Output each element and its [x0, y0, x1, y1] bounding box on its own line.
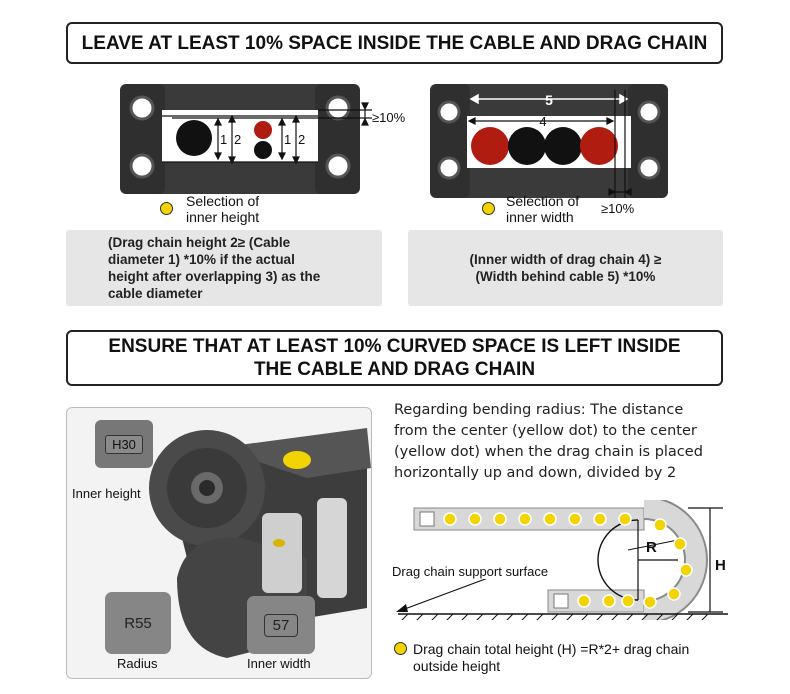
inner-height-diagram: 1 2 1 2 ≥10%	[120, 84, 406, 194]
inner-height-label: Inner height	[72, 486, 141, 501]
inner-width-label: Inner width	[247, 656, 311, 671]
width-tag: 57	[247, 596, 315, 654]
inner-height-caption-line2: inner height	[186, 209, 260, 225]
left-pct-label: ≥10%	[372, 110, 406, 125]
inner-height-note: (Drag chain height 2≥ (Cable diameter 1)…	[66, 230, 382, 306]
yellow-dot-icon	[482, 202, 495, 215]
inner-width-caption-line2: inner width	[506, 209, 574, 225]
r-label: R	[646, 539, 657, 556]
height-tag: H30	[95, 420, 153, 468]
chain-photo: H30 Inner height R55 Radius 57 Inner wid…	[66, 407, 372, 679]
inner-height-note-line4: cable diameter	[108, 286, 203, 301]
inner-width-diagram: 5 4 ≥10%	[430, 84, 668, 216]
inner-width-note: (Inner width of drag chain 4) ≥ (Width b…	[408, 230, 723, 306]
para-line2: from the center (yellow dot) to the cent…	[394, 423, 697, 439]
width-tag-text: 57	[263, 613, 299, 637]
yellow-dot-icon	[160, 202, 173, 215]
dim-1-label: 1	[220, 132, 227, 147]
section1-title: LEAVE AT LEAST 10% SPACE INSIDE THE CABL…	[66, 22, 723, 64]
section2-title: ENSURE THAT AT LEAST 10% CURVED SPACE IS…	[66, 330, 723, 386]
dim-4-label: 4	[539, 114, 546, 129]
section1-title-text: LEAVE AT LEAST 10% SPACE INSIDE THE CABL…	[81, 32, 708, 54]
para-line3: (yellow dot) when the drag chain is plac…	[394, 444, 703, 460]
formula-line2: outside height	[413, 658, 501, 674]
h-label: H	[715, 557, 726, 574]
total-height-formula: Drag chain total height (H) =R*2+ drag c…	[394, 641, 689, 675]
radius-tag: R55	[105, 592, 171, 654]
inner-height-note-line2: diameter 1) *10% if the actual	[108, 252, 295, 267]
inner-height-note-line1: (Drag chain height 2≥ (Cable	[108, 235, 291, 250]
inner-width-note-line2: (Width behind cable 5) *10%	[475, 269, 656, 284]
inner-width-caption: Selection of inner width	[482, 193, 579, 225]
formula-line1: Drag chain total height (H) =R*2+ drag c…	[413, 641, 690, 657]
para-line1: Regarding bending radius: The distance	[394, 402, 684, 418]
dim-2-label: 2	[234, 132, 241, 147]
para-line4: horizontally up and down, divided by 2	[394, 465, 677, 481]
inner-height-caption-line1: Selection of	[186, 193, 260, 209]
dim-1b-label: 1	[284, 132, 291, 147]
yellow-dot-icon	[394, 642, 407, 655]
support-surface-label: Drag chain support surface	[390, 564, 551, 579]
radius-label: Radius	[117, 656, 158, 671]
dim-2b-label: 2	[298, 132, 305, 147]
inner-height-caption: Selection of inner height	[160, 193, 259, 225]
section2-title-line1: ENSURE THAT AT LEAST 10% CURVED SPACE IS…	[108, 336, 681, 357]
radius-tag-text: R55	[124, 614, 152, 632]
inner-width-caption-line1: Selection of	[506, 193, 580, 209]
right-pct-label: ≥10%	[601, 201, 635, 216]
height-tag-text: H30	[105, 434, 143, 454]
bending-radius-diagram: H R	[396, 500, 728, 620]
inner-height-note-line3: height after overlapping 3) as the	[108, 269, 321, 284]
inner-width-note-line1: (Inner width of drag chain 4) ≥	[469, 252, 662, 267]
dim-5-label: 5	[545, 92, 553, 108]
section2-title-line2: THE CABLE AND DRAG CHAIN	[253, 359, 536, 380]
bending-radius-text: Regarding bending radius: The distance f…	[394, 400, 724, 484]
